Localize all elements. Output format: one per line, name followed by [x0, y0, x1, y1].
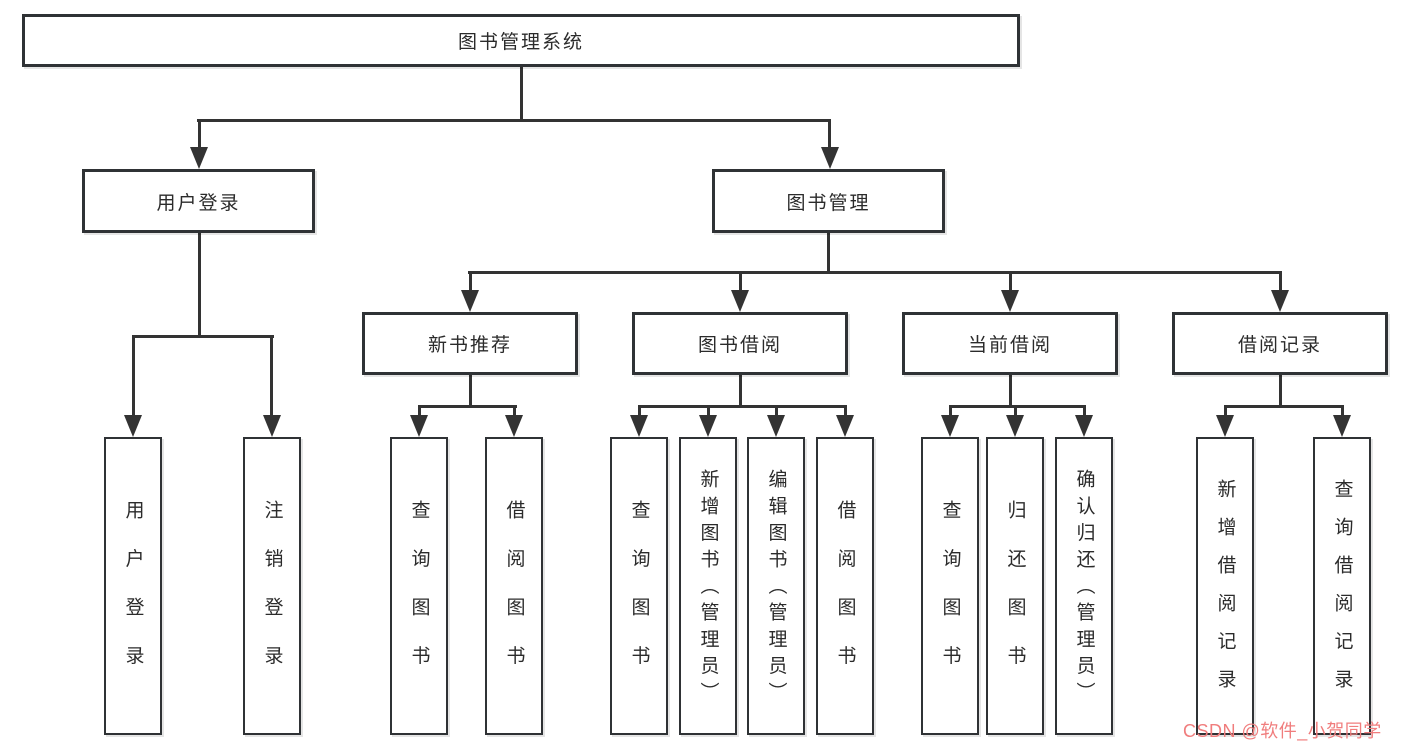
connector-line	[512, 407, 516, 419]
node-leaf-edit-book-admin: 编辑图书（管理员）	[747, 437, 805, 735]
connector-line	[519, 66, 523, 121]
connector-line	[1013, 407, 1017, 419]
arrowhead-down-icon	[1075, 415, 1093, 437]
node-leaf-add-book-admin: 新增图书（管理员）	[679, 437, 737, 735]
connector-line	[468, 273, 472, 293]
node-leaf-return-book: 归还图书	[986, 437, 1044, 735]
arrowhead-down-icon	[505, 415, 523, 437]
connector-line	[417, 405, 517, 408]
node-leaf-borrow-books-1: 借阅图书	[485, 437, 543, 735]
node-borrow-records: 借阅记录	[1172, 312, 1388, 375]
node-label: 借阅图书	[503, 499, 525, 694]
node-label: 归还图书	[1004, 499, 1026, 694]
connector-line	[948, 407, 952, 419]
arrowhead-down-icon	[1216, 415, 1234, 437]
connector-line	[774, 407, 778, 419]
arrowhead-down-icon	[1006, 415, 1024, 437]
connector-line	[197, 119, 831, 122]
node-leaf-confirm-return-admin: 确认归还（管理员）	[1055, 437, 1113, 735]
node-label: 编辑图书（管理员）	[765, 468, 787, 709]
connector-line	[197, 120, 201, 150]
connector-line	[738, 374, 742, 407]
arrowhead-down-icon	[820, 147, 839, 169]
connector-line	[706, 407, 710, 419]
node-label: 注销登录	[261, 499, 283, 694]
node-leaf-user-login: 用户登录	[104, 437, 162, 735]
connector-line	[417, 407, 421, 419]
node-new-book-recommend: 新书推荐	[362, 312, 578, 375]
arrowhead-down-icon	[767, 415, 785, 437]
arrowhead-down-icon	[699, 415, 717, 437]
node-label: 查询图书	[408, 499, 430, 694]
connector-line	[637, 407, 641, 419]
node-leaf-logout: 注销登录	[243, 437, 301, 735]
connector-line	[1278, 273, 1282, 293]
node-label: 用户登录	[122, 499, 144, 694]
arrowhead-down-icon	[1333, 415, 1351, 437]
node-label: 查询图书	[628, 499, 650, 694]
arrowhead-down-icon	[731, 290, 749, 312]
node-label: 查询借阅记录	[1331, 478, 1353, 707]
arrowhead-down-icon	[1001, 290, 1019, 312]
node-leaf-query-books-3: 查询图书	[921, 437, 979, 735]
arrowhead-down-icon	[836, 415, 854, 437]
node-system-root: 图书管理系统	[22, 14, 1020, 67]
watermark: CSDN @软件_小贺同学	[1183, 721, 1382, 741]
node-label: 新书推荐	[427, 335, 512, 356]
node-leaf-query-books-2: 查询图书	[610, 437, 668, 735]
arrowhead-down-icon	[941, 415, 959, 437]
connector-line	[131, 335, 274, 338]
node-label: 借阅图书	[834, 499, 856, 694]
connector-line	[843, 407, 847, 419]
connector-line	[1223, 405, 1344, 408]
connector-line	[1008, 374, 1012, 407]
node-current-borrow: 当前借阅	[902, 312, 1118, 375]
connector-line	[1223, 407, 1227, 419]
connector-line	[197, 232, 201, 337]
node-user-login: 用户登录	[82, 169, 315, 233]
connector-line	[828, 120, 831, 150]
connector-line	[948, 405, 1086, 408]
arrowhead-down-icon	[410, 415, 428, 437]
arrowhead-down-icon	[262, 415, 281, 437]
node-label: 借阅记录	[1237, 335, 1322, 356]
connector-line	[1278, 374, 1282, 407]
node-book-management: 图书管理	[712, 169, 945, 233]
connector-line	[1082, 407, 1086, 419]
arrowhead-down-icon	[461, 290, 479, 312]
node-book-borrow: 图书借阅	[632, 312, 848, 375]
node-label: 图书管理系统	[457, 32, 584, 53]
connector-line	[131, 337, 135, 417]
node-leaf-add-borrow-record: 新增借阅记录	[1196, 437, 1254, 735]
node-label: 图书管理	[786, 192, 871, 214]
node-label: 新增借阅记录	[1214, 478, 1236, 707]
node-leaf-query-borrow-record: 查询借阅记录	[1313, 437, 1371, 735]
arrowhead-down-icon	[1271, 290, 1289, 312]
connector-line	[468, 374, 472, 407]
node-leaf-borrow-books-2: 借阅图书	[816, 437, 874, 735]
connector-line	[637, 405, 847, 408]
node-label: 新增图书（管理员）	[697, 468, 719, 709]
connector-line	[468, 271, 1282, 274]
arrowhead-down-icon	[124, 415, 142, 437]
node-label: 确认归还（管理员）	[1073, 468, 1095, 709]
connector-line	[827, 232, 830, 273]
node-label: 查询图书	[939, 499, 961, 694]
connector-line	[738, 273, 742, 293]
arrowhead-down-icon	[190, 147, 208, 169]
connector-line	[270, 337, 273, 417]
connector-line	[1340, 407, 1344, 419]
node-label: 图书借阅	[697, 335, 782, 356]
node-label: 当前借阅	[967, 335, 1052, 356]
arrowhead-down-icon	[630, 415, 648, 437]
node-leaf-query-books-1: 查询图书	[390, 437, 448, 735]
node-label: 用户登录	[156, 192, 241, 214]
connector-line	[1008, 273, 1012, 293]
